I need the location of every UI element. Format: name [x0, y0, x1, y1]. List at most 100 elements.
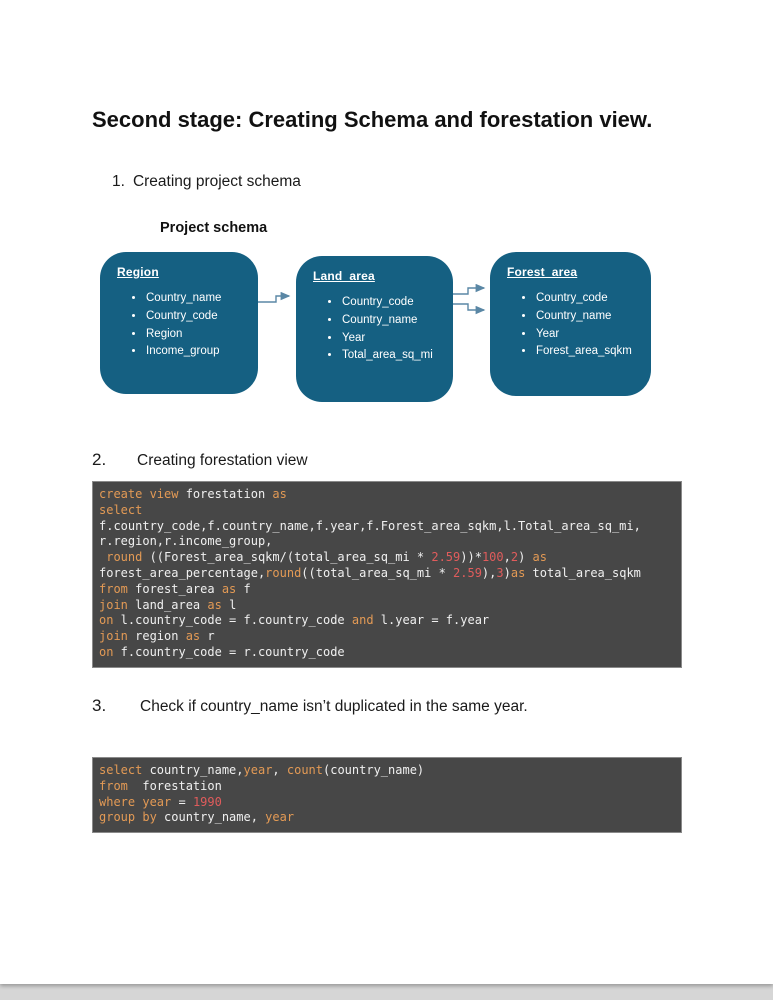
- entity-field: Year: [535, 326, 643, 344]
- sql-text: ,: [272, 763, 287, 777]
- sql-text: l.country_code = f.country_code: [113, 613, 352, 628]
- sql-keyword: round: [106, 550, 143, 565]
- sql-keyword: create view: [99, 487, 179, 501]
- code-line: join land_area as l: [99, 598, 673, 614]
- entity-land-area-field-list: Country_codeCountry_nameYearTotal_area_s…: [313, 294, 445, 365]
- sql-keyword: as: [185, 629, 201, 644]
- sql-text: land_area: [127, 597, 208, 612]
- sql-keyword: and: [351, 613, 374, 628]
- sql-text: l.year = f.year: [373, 613, 490, 628]
- list-item-1: 1. Creating project schema: [112, 173, 301, 191]
- entity-field: Forest_area_sqkm: [535, 343, 643, 361]
- sql-keyword: count: [286, 763, 323, 777]
- code-line: from forestation: [99, 779, 673, 795]
- sql-keyword: on: [99, 644, 114, 659]
- sql-keyword: join: [99, 629, 128, 644]
- sql-text: (country_name): [323, 763, 425, 777]
- diagram-title: Project schema: [160, 220, 268, 236]
- entity-land-area-title: Land_area: [313, 269, 375, 283]
- sql-number: 2: [510, 550, 519, 565]
- code-line: from forest_area as f: [99, 582, 673, 598]
- sql-text: country_name,: [156, 810, 266, 825]
- sql-number: 100: [481, 550, 504, 565]
- sql-text: region: [127, 629, 186, 644]
- sql-code-block-duplicate-check: select country_name,year, count(country_…: [92, 757, 682, 834]
- sql-text: total_area_sqkm: [525, 565, 641, 580]
- sql-text: forestation: [127, 778, 222, 793]
- entity-land-area: Land_area Country_codeCountry_nameYearTo…: [296, 256, 453, 402]
- sql-text: f.country_code,f.country_name,f.year,f.F…: [99, 518, 641, 533]
- sql-keyword: select: [99, 763, 143, 777]
- sql-text: forestation: [178, 487, 273, 501]
- sql-text: forest_area: [127, 581, 222, 596]
- entity-field: Country_name: [145, 290, 250, 308]
- code-line: create view forestation as: [99, 487, 673, 503]
- arrow-land-to-forest-bottom-icon: [453, 303, 486, 315]
- code-line: group by country_name, year: [99, 810, 673, 826]
- sql-text: r: [200, 629, 215, 644]
- sql-number: 2.59: [453, 565, 482, 580]
- sql-keyword: from: [99, 778, 128, 793]
- code-line: select country_name,year, count(country_…: [99, 763, 673, 779]
- sql-number: 1990: [192, 794, 222, 809]
- entity-field: Total_area_sq_mi: [341, 347, 445, 365]
- entity-field: Income_group: [145, 343, 250, 361]
- sql-text: r.region,r.income_group,: [99, 534, 273, 549]
- sql-keyword: join: [99, 597, 128, 612]
- sql-text: ((Forest_area_sqkm/(total_area_sq_mi *: [142, 550, 432, 565]
- sql-keyword: group by: [99, 810, 157, 825]
- item-3-text: Check if country_name isn’t duplicated i…: [140, 698, 528, 715]
- sql-keyword: where: [99, 794, 136, 809]
- code-line: join region as r: [99, 629, 673, 645]
- item-2-text: Creating forestation view: [137, 452, 308, 469]
- code-line: forest_area_percentage,round((total_area…: [99, 566, 673, 582]
- sql-text: ))*: [460, 550, 482, 565]
- sql-text: f.country_code = r.country_code: [113, 644, 345, 659]
- sql-text: ((total_area_sq_mi *: [301, 565, 454, 580]
- sql-keyword: year: [243, 763, 273, 777]
- sql-keyword: as: [510, 565, 526, 580]
- item-2-number: 2.: [92, 450, 107, 469]
- item-3-number: 3.: [92, 696, 107, 715]
- entity-forest-area: Forest_area Country_codeCountry_nameYear…: [490, 252, 651, 396]
- schema-diagram: Region Country_nameCountry_codeRegionInc…: [92, 246, 692, 421]
- sql-keyword: as: [532, 550, 547, 565]
- sql-keyword: as: [272, 487, 287, 501]
- sql-keyword: year: [142, 794, 172, 809]
- sql-number: 3: [496, 565, 504, 580]
- code-line: on l.country_code = f.country_code and l…: [99, 613, 673, 629]
- entity-field: Country_code: [535, 290, 643, 308]
- item-1-number: 1.: [112, 173, 125, 190]
- sql-text: ,: [503, 550, 511, 565]
- code-line: r.region,r.income_group,: [99, 534, 673, 550]
- sql-number: 2.59: [431, 550, 461, 565]
- sql-text: l: [221, 597, 237, 612]
- sql-text: country_name,: [142, 763, 244, 777]
- sql-keyword: year: [265, 810, 295, 825]
- sql-text: ),: [481, 565, 497, 580]
- entity-forest-area-title: Forest_area: [507, 265, 578, 279]
- entity-region: Region Country_nameCountry_codeRegionInc…: [100, 252, 258, 394]
- code-line: f.country_code,f.country_name,f.year,f.F…: [99, 519, 673, 535]
- entity-field: Country_name: [535, 308, 643, 326]
- sql-text: ): [518, 550, 533, 565]
- entity-forest-area-field-list: Country_codeCountry_nameYearForest_area_…: [507, 290, 643, 361]
- code-line: round ((Forest_area_sqkm/(total_area_sq_…: [99, 550, 673, 566]
- sql-keyword: select: [99, 502, 143, 517]
- page-title: Second stage: Creating Schema and forest…: [92, 106, 653, 132]
- sql-keyword: round: [265, 565, 302, 580]
- sql-keyword: on: [99, 613, 114, 628]
- item-1-text: Creating project schema: [132, 173, 301, 190]
- sql-keyword: as: [221, 581, 237, 596]
- entity-field: Year: [341, 330, 445, 348]
- entity-region-field-list: Country_nameCountry_codeRegionIncome_gro…: [117, 290, 250, 361]
- sql-text: ): [503, 565, 511, 580]
- entity-region-title: Region: [117, 265, 159, 279]
- code-line: select: [99, 503, 673, 519]
- sql-keyword: from: [99, 581, 128, 596]
- entity-field: Country_code: [341, 294, 445, 312]
- arrow-region-to-land-icon: [258, 291, 291, 303]
- sql-text: =: [171, 794, 193, 809]
- entity-field: Country_name: [341, 312, 445, 330]
